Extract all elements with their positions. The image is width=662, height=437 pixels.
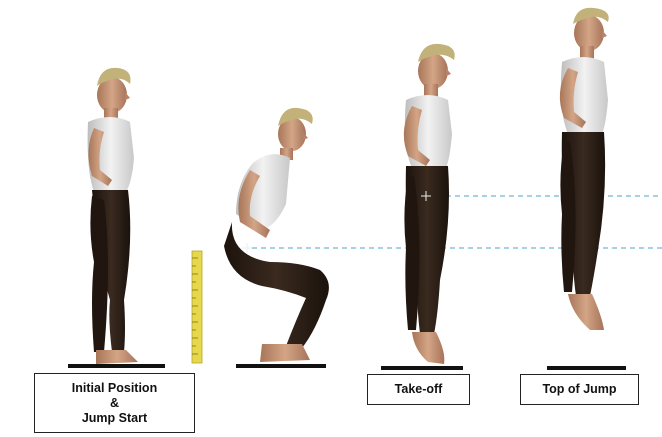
label-initial-position: Initial Position & Jump Start — [34, 373, 195, 433]
label-takeoff: Take-off — [367, 374, 470, 405]
crosshair-icon — [242, 243, 252, 253]
figure-squat — [224, 108, 329, 368]
label-initial-line1: Initial Position — [72, 381, 157, 396]
label-top-of-jump: Top of Jump — [520, 374, 639, 405]
label-initial-line2: & — [110, 396, 119, 411]
figure-initial-position — [68, 68, 165, 368]
label-takeoff-text: Take-off — [395, 382, 443, 397]
label-initial-line3: Jump Start — [82, 411, 147, 426]
figure-top-of-jump — [547, 8, 626, 370]
ruler-icon — [192, 251, 202, 363]
label-top-of-jump-text: Top of Jump — [542, 382, 616, 397]
figure-takeoff — [381, 44, 463, 370]
